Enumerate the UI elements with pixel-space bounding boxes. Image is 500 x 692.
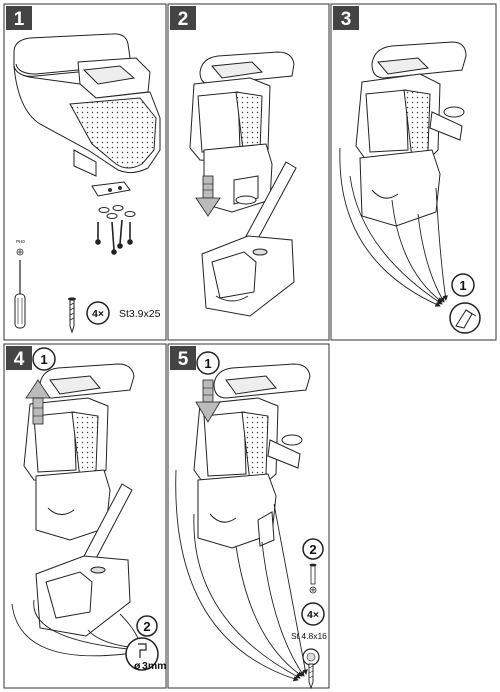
screw-arrows — [175, 469, 308, 682]
drill-arrows — [11, 599, 142, 657]
step-badge-3: 3 — [333, 6, 359, 30]
step-badge-5: 5 — [170, 346, 196, 370]
up-arrow-icon — [25, 379, 51, 425]
clip-arrows — [339, 147, 449, 307]
quantity-badge: 4× — [301, 602, 325, 626]
panel-4-frame — [3, 343, 167, 689]
svg-text:2: 2 — [178, 9, 189, 30]
svg-text:4×: 4× — [307, 609, 319, 621]
svg-text:5: 5 — [178, 349, 189, 370]
svg-text:1: 1 — [14, 9, 25, 30]
armrest-assembly-drawing — [355, 41, 467, 227]
screw-spec-label: St3.9x25 — [119, 308, 161, 320]
step-circle-badge: 2 — [302, 538, 324, 560]
step-badge-1: 1 — [6, 6, 32, 30]
drill-bit-icon: ø 3mm — [125, 637, 167, 672]
panel-1-frame — [3, 3, 167, 341]
screwdriver-icon: PH0 — [14, 239, 26, 329]
svg-text:ø: ø — [134, 660, 141, 672]
screw-spec-label: St 4.8x16 — [291, 631, 327, 641]
panel-2-frame — [167, 3, 330, 341]
pry-tool-icon — [449, 302, 481, 334]
screw-set — [95, 219, 133, 255]
armrest-assembly-drawing — [13, 33, 161, 219]
step-circle-badge: 2 — [136, 615, 158, 637]
panel-5-frame — [167, 343, 330, 689]
svg-text:1: 1 — [204, 356, 211, 371]
screw-icon — [309, 563, 317, 594]
wood-screw-icon — [68, 297, 76, 334]
svg-text:1: 1 — [40, 352, 47, 367]
armrest-assembly-drawing — [23, 363, 135, 637]
svg-text:3mm: 3mm — [142, 660, 167, 672]
svg-text:1: 1 — [459, 278, 466, 293]
step-circle-badge: 1 — [451, 273, 475, 297]
panel-3-frame — [330, 3, 497, 341]
svg-text:2: 2 — [143, 619, 150, 634]
svg-text:PH0: PH0 — [16, 239, 25, 244]
step-circle-badge: 1 — [196, 351, 220, 375]
armrest-assembly-drawing — [189, 51, 297, 317]
svg-text:4: 4 — [14, 349, 25, 370]
svg-text:3: 3 — [341, 9, 352, 30]
self-tapping-screw-icon — [302, 648, 320, 690]
step-badge-2: 2 — [170, 6, 196, 30]
step-badge-4: 4 — [6, 346, 32, 370]
down-arrow-icon — [195, 175, 221, 217]
svg-text:2: 2 — [309, 542, 316, 557]
down-arrow-icon — [195, 379, 221, 423]
armrest-assembly-drawing — [193, 363, 311, 549]
quantity-badge: 4× — [86, 301, 110, 325]
step-circle-badge: 1 — [32, 347, 56, 371]
svg-text:4×: 4× — [92, 308, 104, 320]
